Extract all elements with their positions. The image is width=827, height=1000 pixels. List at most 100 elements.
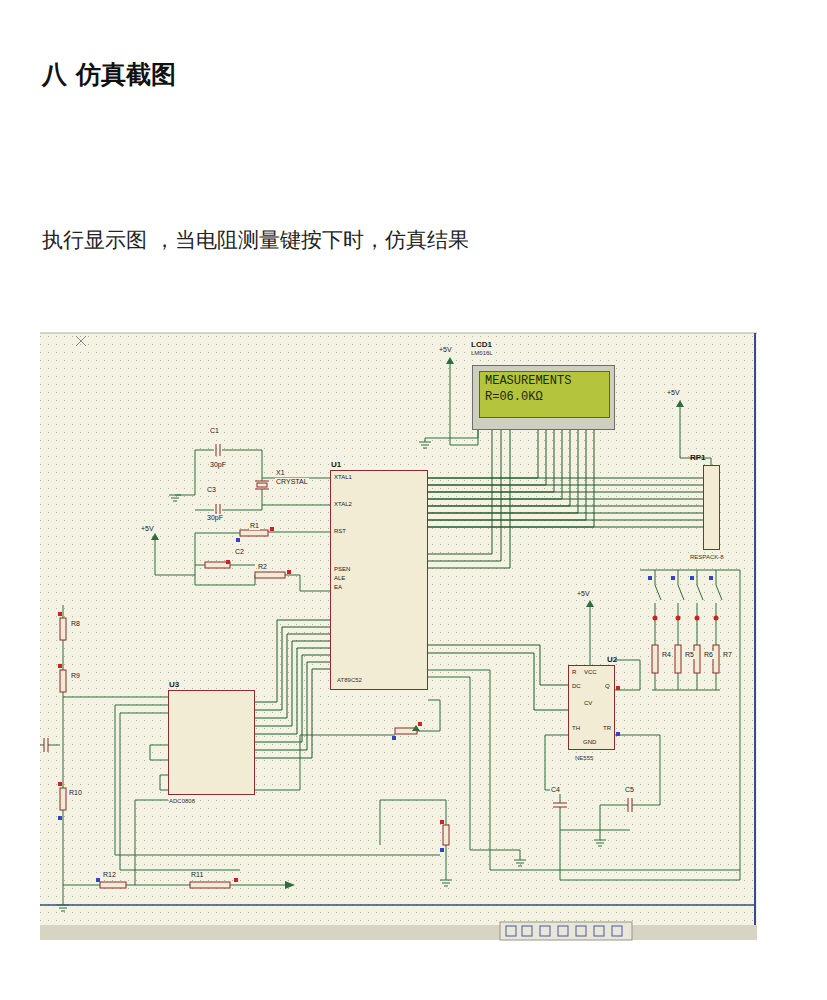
schematic-part	[653, 616, 658, 621]
schematic-part	[230, 565, 255, 566]
schematic-part	[115, 705, 440, 855]
schematic-part	[694, 645, 700, 673]
schematic-part	[615, 660, 720, 690]
wire	[428, 430, 562, 499]
wire	[428, 653, 568, 710]
wire	[428, 520, 703, 521]
schematic-part	[240, 530, 268, 536]
wire	[428, 485, 703, 486]
wire	[428, 430, 501, 561]
schematic-part	[440, 848, 444, 852]
part-reference: LCD1	[471, 340, 492, 349]
schematic-part	[594, 926, 604, 936]
part-label: R6	[703, 651, 714, 659]
part-label: R9	[70, 672, 81, 680]
schematic-part	[236, 538, 240, 542]
wire	[428, 527, 703, 528]
schematic-part	[553, 807, 567, 808]
schematic-part	[440, 820, 444, 824]
pin-name: CV	[583, 700, 593, 707]
schematic-part	[680, 405, 711, 465]
schematic-part	[594, 840, 606, 846]
schematic-part	[428, 670, 740, 870]
part-label: R11	[190, 871, 204, 879]
wire	[428, 430, 554, 492]
schematic-part	[60, 670, 66, 692]
schematic-part	[195, 510, 214, 511]
schematic-part	[506, 926, 516, 936]
schematic-part	[428, 677, 520, 860]
schematic-part	[63, 885, 285, 886]
schematic-part	[40, 904, 755, 906]
part-label: C4	[550, 786, 561, 794]
schematic-part	[419, 442, 431, 448]
schematic-part	[58, 782, 62, 786]
pin-name: PSEN	[333, 566, 351, 573]
part-reference: U2	[607, 655, 617, 664]
wire	[428, 506, 703, 507]
part-value: AT89C52	[337, 677, 362, 684]
schematic-part	[285, 881, 295, 889]
wire	[255, 641, 330, 726]
schematic-part	[57, 905, 69, 911]
schematic-part	[270, 527, 274, 531]
schematic-part	[44, 738, 45, 752]
schematic-part	[655, 570, 722, 690]
schematic-part	[632, 798, 633, 812]
part-label: R1	[249, 522, 260, 530]
schematic-part	[652, 645, 658, 673]
schematic-part	[675, 645, 681, 673]
schematic-part	[155, 540, 195, 575]
adc-chip: U3ADC0808	[168, 690, 255, 795]
schematic-part	[417, 700, 440, 731]
wire	[255, 669, 330, 758]
part-label: R5	[684, 651, 695, 659]
schematic-part	[714, 616, 719, 621]
part-label: R4	[661, 651, 672, 659]
schematic-part	[514, 860, 526, 866]
part-value: ADC0808	[169, 798, 195, 805]
pin-name: R	[571, 669, 577, 676]
schematic-part	[220, 444, 221, 456]
schematic-part	[150, 745, 168, 760]
wire	[255, 648, 330, 734]
schematic-part	[443, 825, 449, 845]
schematic-part	[60, 618, 66, 640]
pin-name: GND	[582, 739, 597, 746]
part-label: CRYSTAL	[275, 478, 309, 486]
wire	[255, 662, 330, 750]
schematic-part	[545, 735, 568, 803]
part-label: C1	[209, 427, 220, 435]
schematic-part	[40, 333, 757, 334]
schematic-part	[628, 798, 629, 812]
schematic-part	[190, 882, 230, 888]
part-label: C3	[206, 486, 217, 494]
schematic-part	[257, 483, 267, 487]
pin-name: RST	[333, 528, 347, 535]
part-label: C2	[234, 548, 245, 556]
schematic-part	[500, 922, 632, 940]
part-value: LM016L	[471, 350, 493, 357]
schematic-part	[287, 570, 291, 574]
schematic-part	[268, 532, 330, 533]
schematic-part	[100, 882, 126, 888]
schematic-part	[616, 686, 620, 690]
schematic-part	[540, 926, 550, 936]
part-value: RESPACK-8	[690, 554, 724, 561]
part-label: X1	[275, 469, 286, 477]
schematic-part	[671, 576, 675, 580]
schematic-part	[713, 645, 719, 673]
schematic-part	[586, 600, 594, 607]
caption-text: 执行显示图 ，当电阻测量键按下时，仿真结果	[42, 226, 469, 254]
part-reference: RP1	[690, 453, 706, 462]
wire	[428, 430, 570, 506]
schematic-part	[676, 400, 684, 407]
pin-name: DC	[571, 683, 582, 690]
part-reference: U1	[331, 460, 341, 469]
schematic-part	[135, 800, 168, 885]
schematic-part	[48, 738, 49, 752]
schematic-part	[60, 788, 66, 810]
wire	[428, 513, 703, 514]
